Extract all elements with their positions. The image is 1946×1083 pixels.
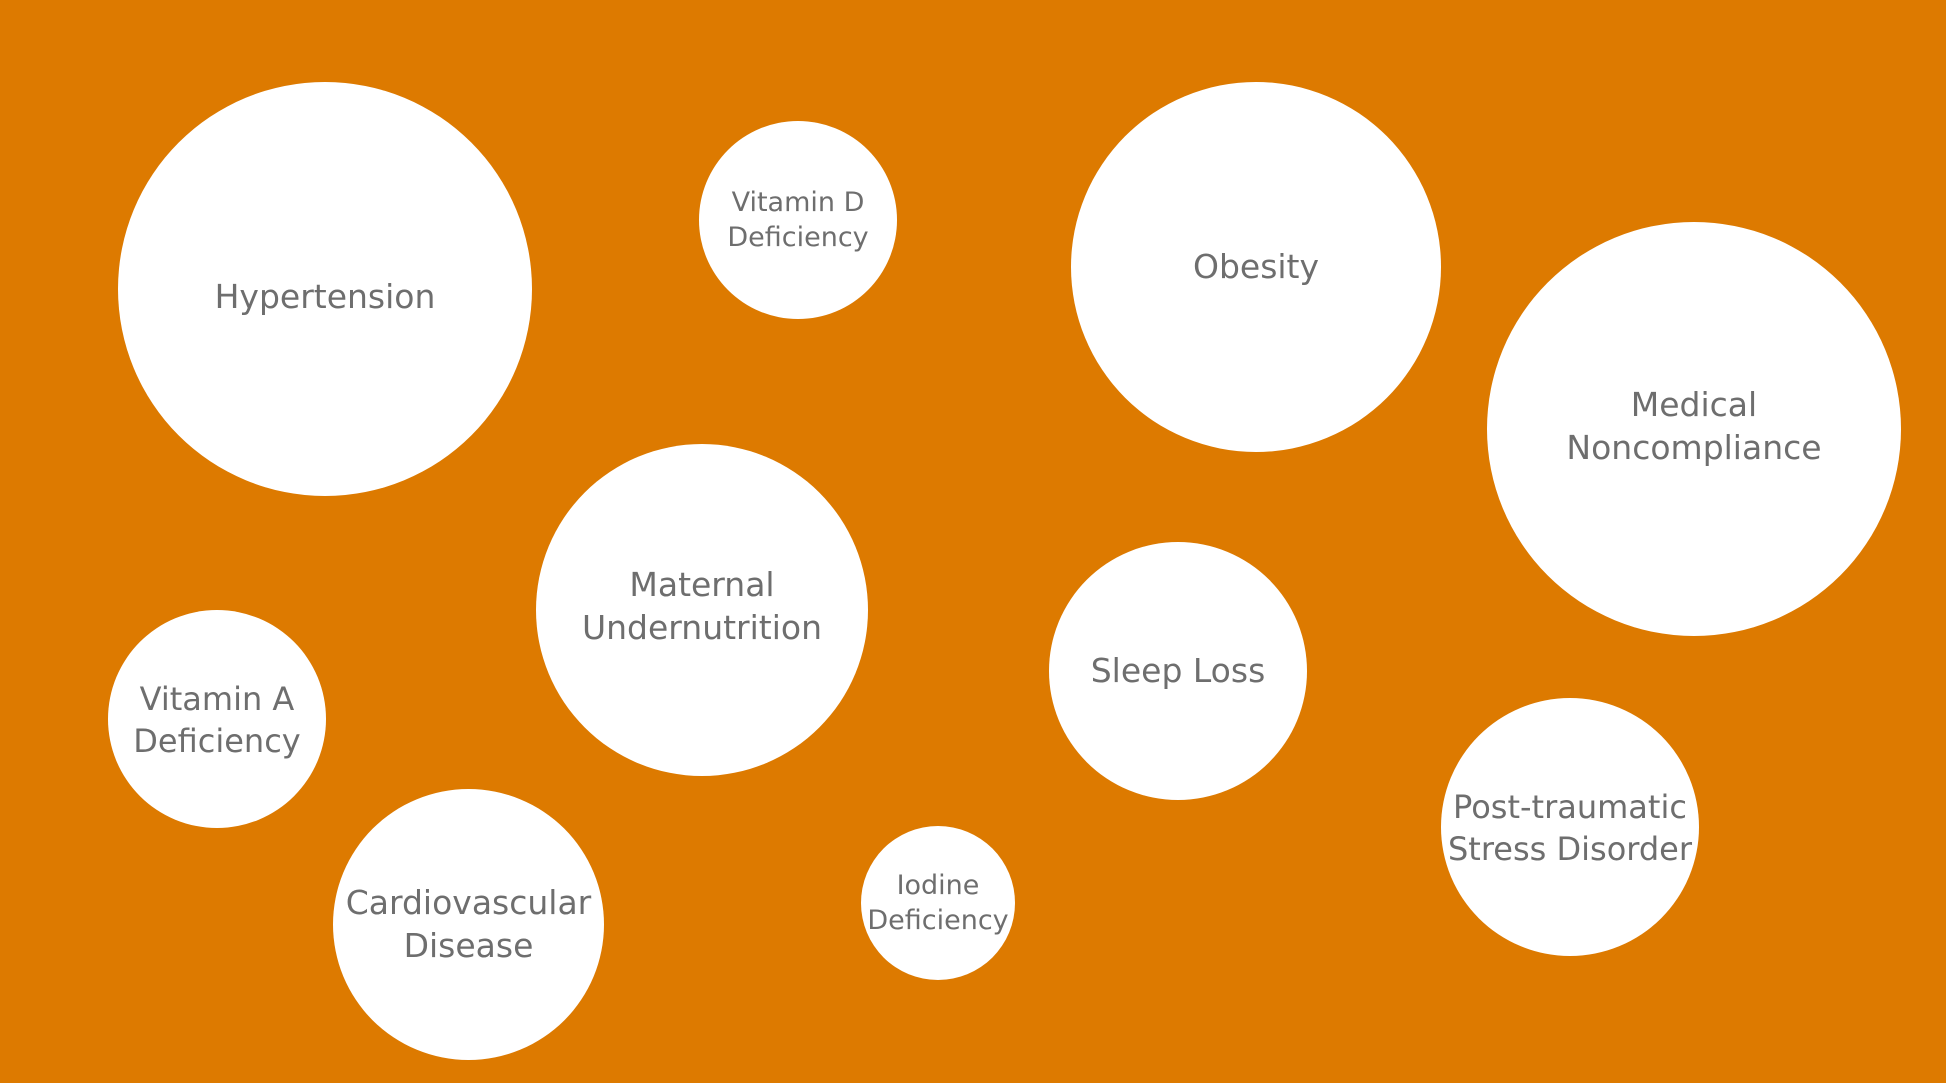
bubble-obesity: Obesity bbox=[1071, 82, 1441, 452]
bubble-label-medical-noncompliance: Medical Noncompliance bbox=[1566, 385, 1822, 467]
bubble-label-vitamin-a-deficiency: Vitamin A Deficiency bbox=[133, 680, 301, 760]
bubble-iodine-deficiency: Iodine Deficiency bbox=[861, 826, 1015, 980]
bubble-vitamin-a-deficiency: Vitamin A Deficiency bbox=[108, 610, 326, 828]
bubble-label-post-traumatic-stress-disorder: Post-traumatic Stress Disorder bbox=[1447, 788, 1693, 868]
bubble-post-traumatic-stress-disorder: Post-traumatic Stress Disorder bbox=[1441, 698, 1699, 956]
bubble-maternal-undernutrition: Maternal Undernutrition bbox=[536, 444, 868, 776]
bubble-label-maternal-undernutrition: Maternal Undernutrition bbox=[581, 565, 823, 647]
bubble-medical-noncompliance: Medical Noncompliance bbox=[1487, 222, 1901, 636]
bubble-cardiovascular-disease: Cardiovascular Disease bbox=[333, 789, 604, 1060]
bubble-vitamin-d-deficiency: Vitamin D Deficiency bbox=[699, 121, 897, 319]
bubble-label-vitamin-d-deficiency: Vitamin D Deficiency bbox=[727, 186, 869, 253]
bubble-label-obesity: Obesity bbox=[1192, 246, 1320, 286]
bubble-label-iodine-deficiency: Iodine Deficiency bbox=[867, 869, 1009, 936]
bubble-label-sleep-loss: Sleep Loss bbox=[1090, 650, 1266, 690]
bubble-label-hypertension: Hypertension bbox=[214, 276, 436, 316]
bubble-sleep-loss: Sleep Loss bbox=[1049, 542, 1307, 800]
bubble-label-cardiovascular-disease: Cardiovascular Disease bbox=[345, 882, 592, 965]
bubble-hypertension: Hypertension bbox=[118, 82, 532, 496]
